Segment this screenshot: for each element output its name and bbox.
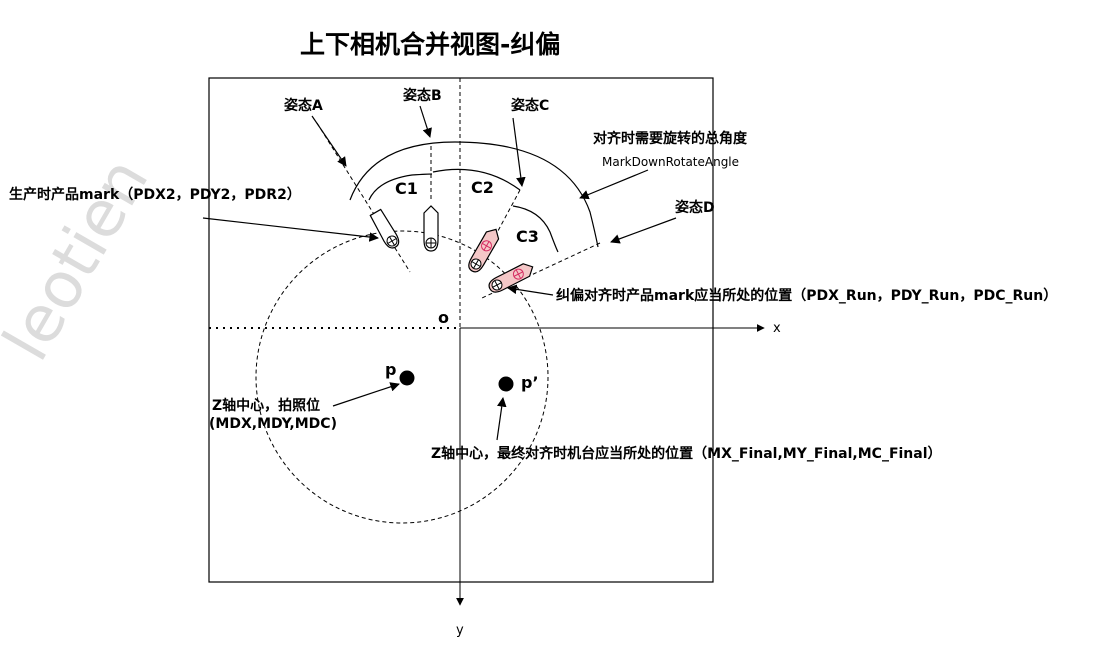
point-p-prime-label: p’ — [521, 373, 539, 392]
mark-pose-b — [423, 205, 439, 252]
pose-a-label: 姿态A — [284, 97, 323, 114]
watermark: leotien — [0, 146, 163, 373]
total-rotation-variable: MarkDownRotateAngle — [602, 155, 739, 169]
total-rotation-arc — [349, 141, 599, 248]
pose-c-pointer — [512, 117, 526, 187]
mark-pose-d — [488, 263, 534, 293]
mark-pose-c — [468, 228, 500, 273]
pose-d-pointer — [610, 217, 677, 244]
total-rotation-label: 对齐时需要旋转的总角度 — [593, 130, 748, 147]
z-center-photo-line2: (MDX,MDY,MDC) — [209, 416, 337, 432]
c2-label: C2 — [471, 178, 494, 197]
pose-b-label: 姿态B — [403, 87, 442, 104]
z-center-photo-line1: Z轴中心，拍照位 — [212, 397, 320, 414]
pose-b-pointer — [419, 105, 432, 138]
c1-label: C1 — [395, 179, 418, 198]
view-frame — [208, 77, 714, 583]
run-mark-label: 纠偏对齐时产品mark应当所处的位置（PDX_Run，PDY_Run，PDC_R… — [556, 287, 1057, 304]
diagram-title: 上下相机合并视图-纠偏 — [300, 30, 560, 59]
production-mark-pointer — [202, 217, 379, 242]
origin-label: o — [438, 308, 449, 327]
c3-label: C3 — [516, 227, 539, 246]
z-center-final-pointer — [496, 397, 507, 441]
pose-c-label: 姿态C — [511, 97, 549, 114]
pose-a-line — [316, 122, 411, 273]
point-p-prime — [498, 376, 514, 392]
c2-arc — [432, 168, 521, 191]
run-mark-pointer — [507, 284, 554, 296]
z-center-final-label: Z轴中心，最终对齐时机台应当所处的位置（MX_Final,MY_Final,MC… — [431, 445, 942, 462]
pose-d-label: 姿态D — [675, 199, 715, 216]
rotation-circle — [255, 230, 549, 524]
point-p-label: p — [385, 360, 396, 379]
c3-arc — [512, 205, 559, 253]
mark-pose-a — [369, 208, 400, 249]
pose-a-pointer — [311, 115, 347, 167]
c1-arc — [368, 173, 433, 201]
x-axis-label: x — [773, 321, 781, 336]
production-mark-label: 生产时产品mark（PDX2，PDY2，PDR2） — [9, 186, 301, 203]
y-axis-label: y — [456, 623, 464, 638]
z-center-photo-pointer — [332, 382, 400, 407]
point-p — [399, 370, 415, 386]
total-rotation-pointer — [579, 169, 649, 200]
